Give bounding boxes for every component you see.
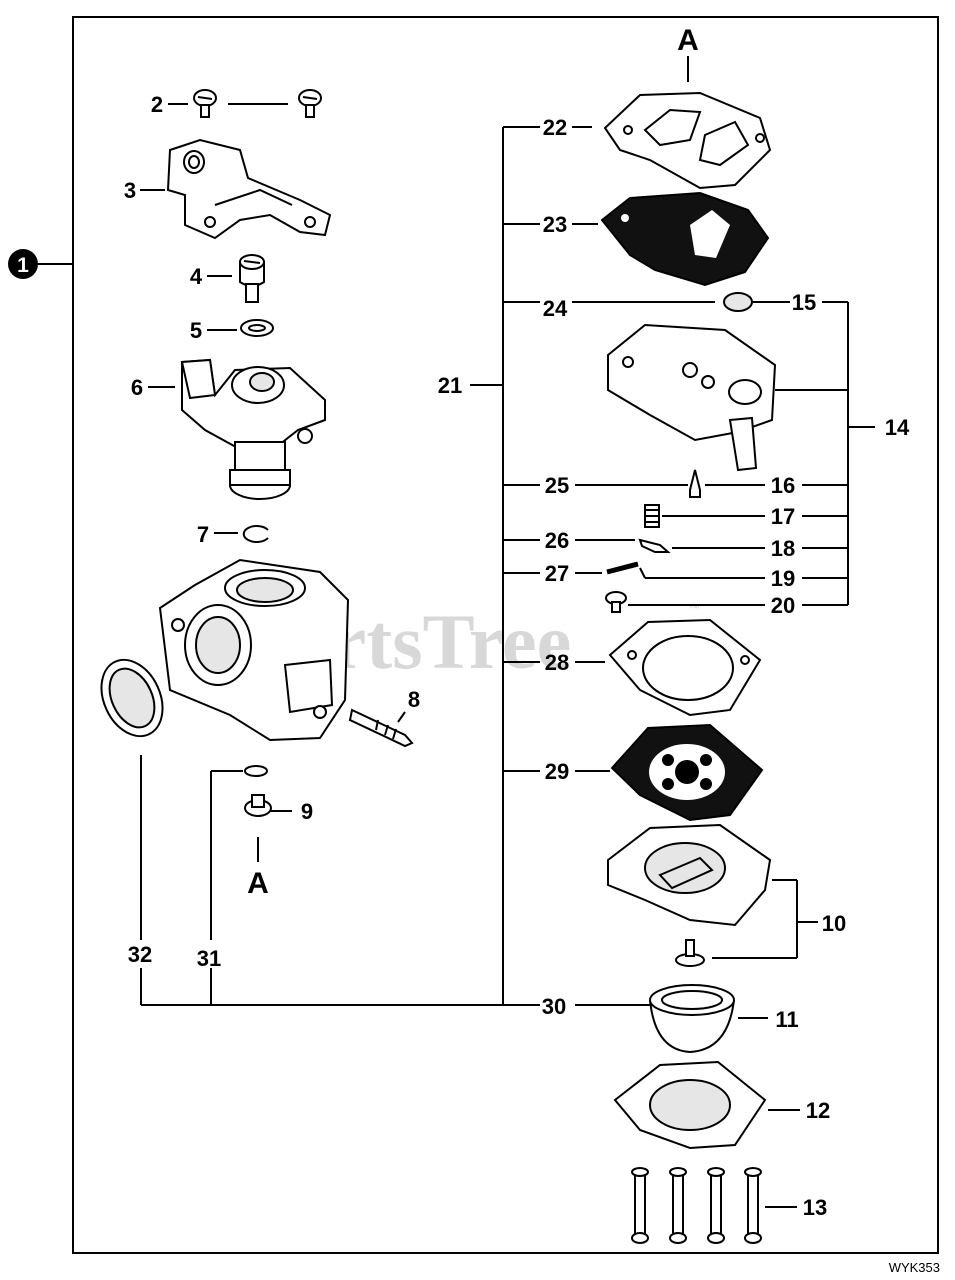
callout-29[interactable]: 29	[545, 759, 569, 784]
screw-icon[interactable]	[298, 89, 322, 118]
callout-32[interactable]: 32	[128, 942, 152, 967]
callout-4[interactable]: 4	[190, 264, 203, 289]
callout-18[interactable]: 18	[771, 536, 795, 561]
metering-cover-icon[interactable]	[607, 823, 772, 927]
callout-7[interactable]: 7	[197, 522, 209, 547]
gasket-icon[interactable]	[603, 91, 772, 190]
pump-body-icon[interactable]	[607, 323, 777, 472]
callout-5[interactable]: 5	[190, 318, 202, 343]
bracket-icon[interactable]	[166, 138, 332, 240]
lever-icon[interactable]	[638, 538, 671, 553]
callout-12[interactable]: 12	[806, 1098, 830, 1123]
screw-icon[interactable]	[193, 89, 217, 118]
clip-icon[interactable]	[242, 525, 269, 543]
figure-code: WYK353	[889, 1260, 940, 1275]
callout-17[interactable]: 17	[771, 504, 795, 529]
callout-28[interactable]: 28	[545, 650, 569, 675]
gasket-icon[interactable]	[608, 618, 762, 717]
o-ring-icon[interactable]	[244, 765, 268, 777]
callout-21[interactable]: 21	[438, 373, 462, 398]
callout-25[interactable]: 25	[545, 473, 569, 498]
assembly-callout-circle[interactable]	[8, 249, 38, 279]
callout-15[interactable]: 15	[792, 290, 816, 315]
callout-3[interactable]: 3	[124, 178, 136, 203]
cover-plate-icon[interactable]	[613, 1060, 767, 1150]
bolt-icon[interactable]	[744, 1167, 762, 1244]
callout-30[interactable]: 30	[542, 994, 566, 1019]
callout-6[interactable]: 6	[131, 375, 143, 400]
watermark-trademark: ™	[688, 601, 700, 615]
callout-13[interactable]: 13	[803, 1195, 827, 1220]
assembly-callout-number[interactable]: 1	[17, 254, 29, 277]
callout-a-bottom[interactable]: A	[247, 867, 269, 900]
pin-icon[interactable]	[239, 254, 265, 303]
callout-24[interactable]: 24	[543, 296, 568, 321]
primer-bulb-icon[interactable]	[649, 984, 735, 1054]
callout-11[interactable]: 11	[775, 1007, 798, 1032]
carburetor-body-icon[interactable]	[158, 558, 350, 742]
pin-icon[interactable]	[606, 561, 639, 575]
callout-23[interactable]: 23	[543, 212, 567, 237]
bolt-icon[interactable]	[669, 1167, 687, 1244]
callout-16[interactable]: 16	[771, 473, 795, 498]
callout-14[interactable]: 14	[885, 415, 910, 440]
inlet-needle-icon[interactable]	[689, 469, 701, 498]
callout-9[interactable]: 9	[301, 799, 313, 824]
diaphragm-icon[interactable]	[600, 191, 770, 287]
washer-icon[interactable]	[240, 319, 274, 337]
callout-19[interactable]: 19	[771, 566, 795, 591]
callout-20[interactable]: 20	[771, 593, 795, 618]
screen-filter-icon[interactable]	[723, 292, 753, 312]
callout-26[interactable]: 26	[545, 528, 569, 553]
callout-8[interactable]: 8	[408, 687, 420, 712]
callout-a-top[interactable]: A	[677, 24, 699, 57]
bolt-icon[interactable]	[631, 1167, 649, 1244]
callout-22[interactable]: 22	[543, 115, 567, 140]
callout-10[interactable]: 10	[822, 911, 846, 936]
spring-icon[interactable]	[644, 504, 660, 528]
needle-icon[interactable]	[348, 708, 414, 748]
bolt-icon[interactable]	[707, 1167, 725, 1244]
throttle-valve-icon[interactable]	[180, 358, 326, 500]
diagram-frame	[72, 16, 939, 1254]
seal-ring-icon[interactable]	[90, 650, 175, 746]
diaphragm-icon[interactable]	[610, 723, 764, 822]
callout-2[interactable]: 2	[151, 92, 163, 117]
screw-icon[interactable]	[605, 591, 627, 613]
callout-27[interactable]: 27	[545, 561, 569, 586]
plug-icon[interactable]	[244, 794, 272, 817]
callout-31[interactable]: 31	[197, 946, 221, 971]
check-valve-icon[interactable]	[675, 939, 705, 967]
